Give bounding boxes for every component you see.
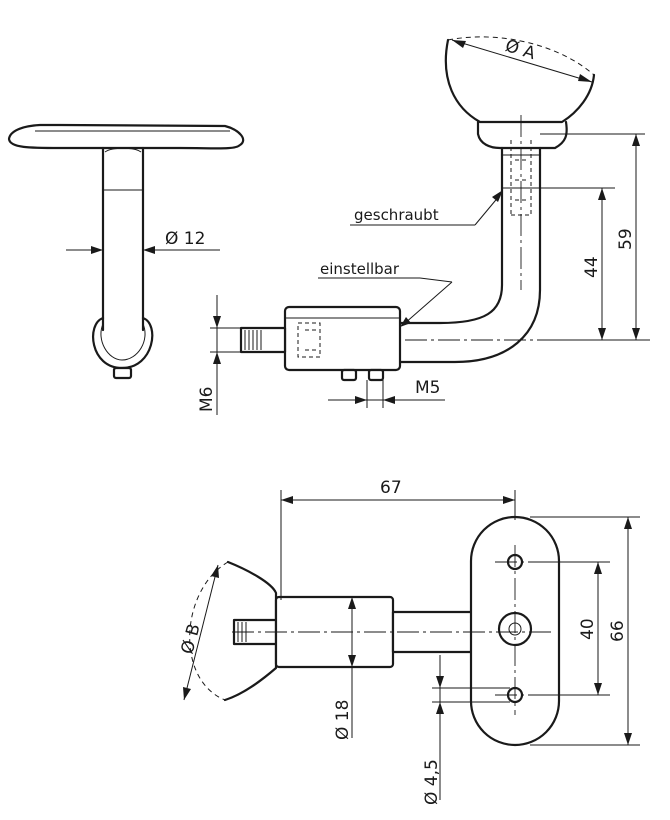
- dim-59-label: 59: [616, 228, 636, 250]
- dim-67-label: 67: [380, 478, 402, 498]
- top-view: Ø B 67 Ø 18: [178, 478, 640, 805]
- note-geschraubt: geschraubt: [354, 206, 439, 224]
- m6-label: M6: [197, 387, 217, 412]
- side-bent-arm: [398, 153, 504, 325]
- dia-4-5-label: Ø 4,5: [422, 759, 442, 805]
- dia-12-label: Ø 12: [165, 229, 205, 249]
- front-view: Ø 12: [7, 123, 245, 380]
- dim-40-label: 40: [578, 618, 598, 640]
- dia-18-label: Ø 18: [333, 700, 353, 740]
- front-saddle-plate: [7, 123, 245, 150]
- dia-b-label: Ø B: [178, 622, 205, 657]
- dim-66-label: 66: [608, 620, 628, 642]
- m5-label: M5: [415, 378, 440, 398]
- side-set-screw-2: [367, 368, 385, 382]
- side-clamp-body: [283, 305, 402, 372]
- dia-a-label: Ø A: [503, 36, 538, 64]
- side-handrail-section: [444, 38, 596, 124]
- front-stem: [101, 146, 145, 332]
- side-set-screw-1: [340, 368, 358, 382]
- side-view: Ø A M6 M5: [197, 36, 650, 415]
- note-einstellbar: einstellbar: [320, 260, 400, 278]
- dim-44-label: 44: [582, 256, 602, 278]
